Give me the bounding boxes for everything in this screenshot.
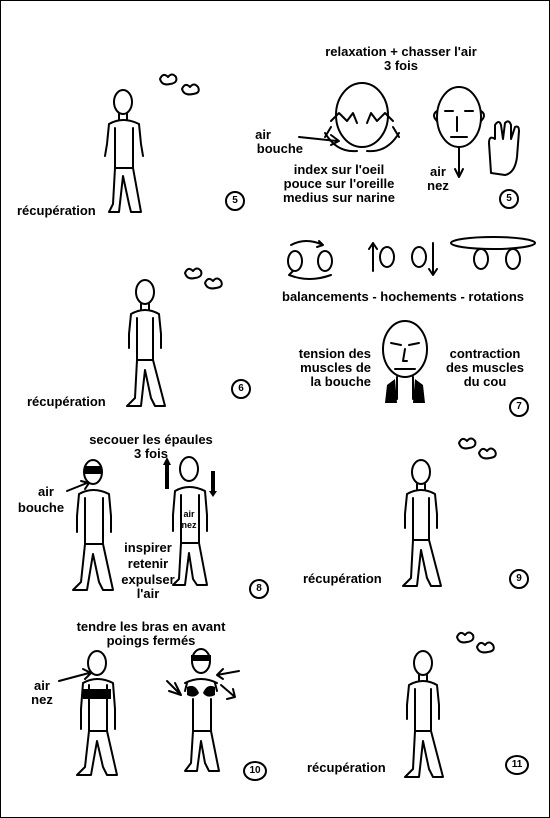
air-bouche-label-line2: bouche bbox=[256, 141, 303, 156]
standing-figure bbox=[404, 650, 444, 778]
recuperation-label: récupération bbox=[307, 760, 386, 775]
chest-air-label-line1: air bbox=[183, 509, 195, 519]
tension-label-line3: la bouche bbox=[310, 374, 371, 389]
panel-title-line2: 3 fois bbox=[384, 58, 418, 73]
contraction-label-line1: contraction bbox=[449, 346, 521, 361]
arms-crossed-figure bbox=[76, 650, 118, 776]
step-number-badge: 8 bbox=[249, 579, 269, 599]
finger-instruction-line1: index sur l'oeil bbox=[293, 162, 385, 177]
face-nose-breath-illustration bbox=[433, 86, 485, 178]
tense-face-illustration bbox=[382, 320, 428, 403]
arms-stretched-figure bbox=[166, 648, 236, 772]
air-nez-label-line2: nez bbox=[31, 692, 53, 707]
panel-title-line1: relaxation + chasser l'air bbox=[325, 44, 477, 59]
breath-clouds-icon bbox=[184, 267, 223, 290]
standing-figure bbox=[126, 279, 166, 407]
panel-title-line1: tendre les bras en avant bbox=[76, 619, 226, 634]
panel-title-line1: secouer les épaules bbox=[89, 432, 213, 447]
air-bouche-label-line2: bouche bbox=[17, 500, 65, 515]
pointer-arrow-icon bbox=[216, 668, 240, 680]
pointer-arrow-icon bbox=[298, 134, 340, 146]
standing-figure bbox=[402, 459, 442, 587]
step-number-badge: 6 bbox=[231, 379, 251, 399]
breathing-instruction-line2: retenir bbox=[127, 556, 169, 571]
finger-instruction-line2: pouce sur l'oreille bbox=[283, 176, 395, 191]
shoulder-shake-figure bbox=[163, 456, 217, 586]
breathing-instruction-line4: l'air bbox=[136, 586, 160, 601]
step-number-badge: 11 bbox=[505, 755, 529, 775]
tension-label-line2: muscles de bbox=[300, 360, 371, 375]
breath-clouds-icon bbox=[458, 437, 497, 460]
head-movements-illustration bbox=[287, 236, 536, 280]
panel-title-line2: poings fermés bbox=[106, 633, 196, 648]
finger-instruction-line3: medius sur narine bbox=[283, 190, 395, 205]
breath-clouds-icon bbox=[456, 631, 495, 654]
air-nez-label-line2: nez bbox=[427, 178, 449, 193]
recuperation-label: récupération bbox=[303, 571, 382, 586]
step-number-badge: 10 bbox=[243, 761, 267, 781]
contraction-label-line3: du cou bbox=[463, 374, 507, 389]
recuperation-label: récupération bbox=[27, 394, 106, 409]
breathing-instruction-line1: inspirer bbox=[124, 540, 172, 555]
recuperation-label: récupération bbox=[17, 203, 96, 218]
chest-air-label-line2: nez bbox=[181, 520, 197, 530]
breathing-instruction-line3: expulser bbox=[121, 572, 175, 587]
step-number-badge: 9 bbox=[509, 569, 529, 589]
panel-title-line2: 3 fois bbox=[134, 446, 168, 461]
breath-clouds-icon bbox=[159, 73, 200, 96]
air-bouche-label-line1: air bbox=[38, 484, 54, 499]
face-hands-over-face-illustration bbox=[324, 82, 400, 153]
air-nez-label-line1: air bbox=[430, 164, 446, 179]
air-nez-label-line1: air bbox=[34, 678, 50, 693]
standing-figure bbox=[104, 89, 144, 213]
step-number-badge: 7 bbox=[509, 397, 529, 417]
tension-label-line1: tension des bbox=[298, 346, 371, 361]
contraction-label-line2: des muscles bbox=[445, 360, 525, 375]
air-bouche-label-line1: air bbox=[255, 127, 271, 142]
step-number-badge: 5 bbox=[225, 191, 245, 211]
head-movements-caption: balancements - hochements - rotations bbox=[282, 289, 524, 304]
standing-figure bbox=[72, 459, 114, 591]
step-number-badge: 5 bbox=[499, 189, 519, 209]
raised-hand-icon bbox=[488, 120, 520, 176]
